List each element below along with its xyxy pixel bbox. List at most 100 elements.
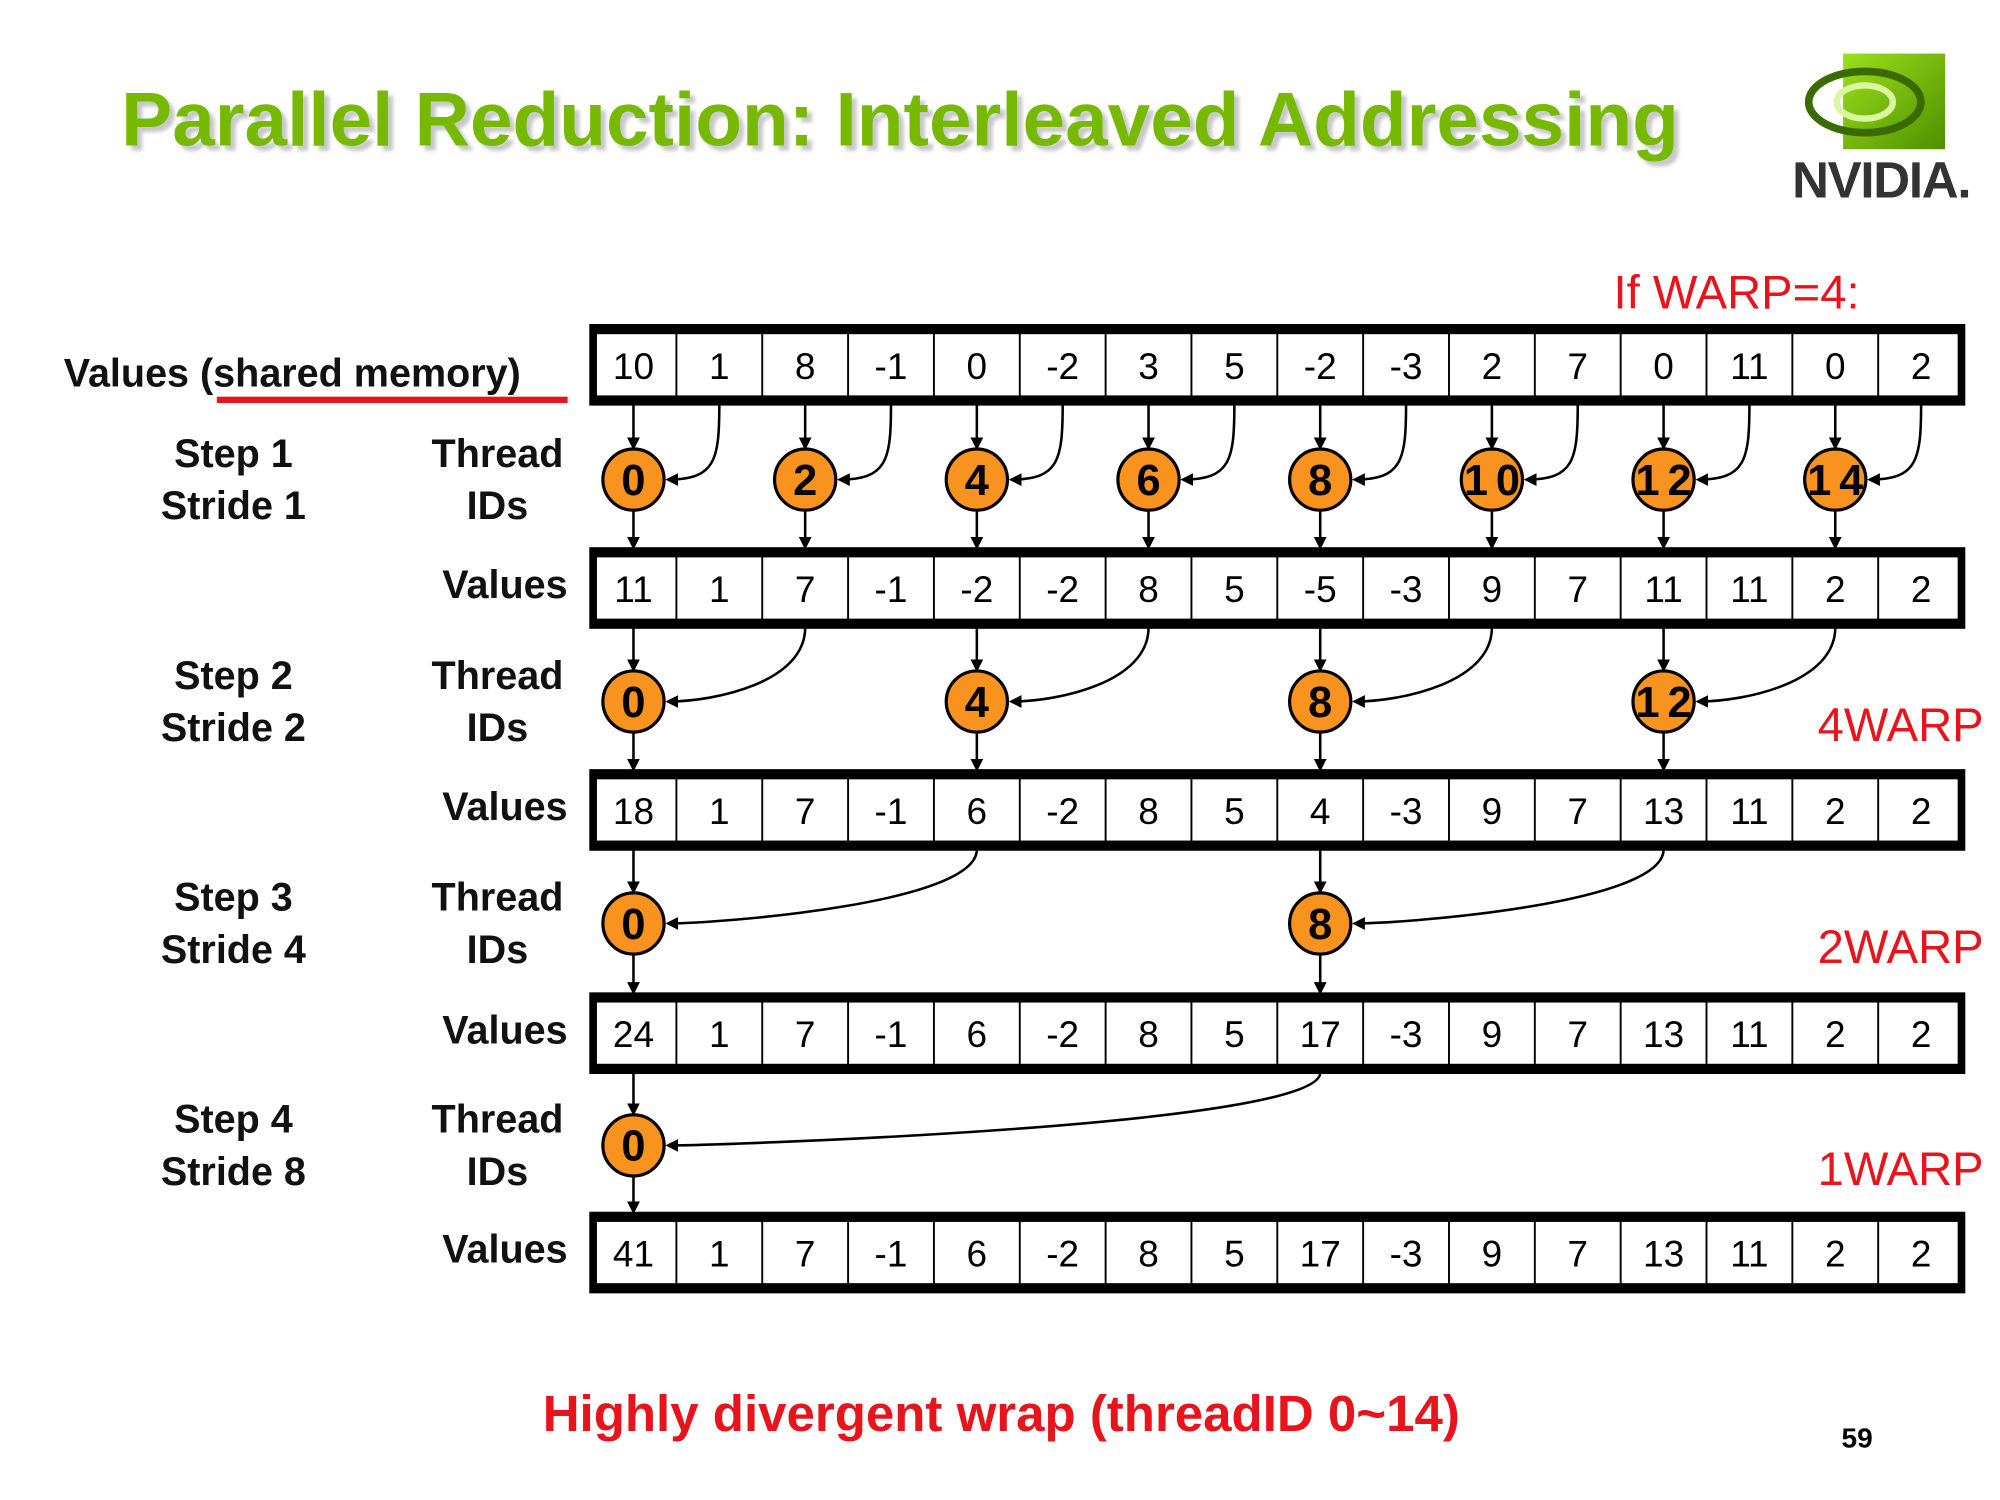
array-cell-value: 13 [1643, 1234, 1684, 1275]
array-cell-value: 11 [1730, 1234, 1768, 1275]
array-cell-value: 5 [1224, 569, 1245, 610]
warp-note: If WARP=4: [1614, 267, 1860, 320]
array-cell-value: 7 [795, 1014, 816, 1055]
array-cell-value: 5 [1224, 346, 1245, 387]
thread-id: 8 [1308, 457, 1332, 505]
step-label: Step 4 [174, 1098, 293, 1142]
thread-label: Thread [432, 1098, 564, 1142]
thread-id: 0 [621, 679, 645, 727]
array-cell-value: -1 [875, 569, 908, 610]
array-cell-value: 2 [1825, 569, 1846, 610]
thread-label: Thread [432, 876, 564, 920]
curved-arrow [1695, 627, 1837, 708]
warp-count-note: 1WARP [1818, 1143, 1984, 1196]
thread-id: 8 [1308, 901, 1332, 949]
thread-id: 4 [965, 679, 989, 727]
thread-circle [601, 669, 666, 734]
array-cell-value: 1 [709, 1014, 730, 1055]
array-cell-value: 8 [795, 346, 816, 387]
array-cell-value: 10 [613, 346, 654, 387]
array-cell-value: -2 [1046, 791, 1079, 832]
values-label: Values [442, 1228, 567, 1272]
array-cell-value: 7 [1567, 569, 1588, 610]
thread-id: 0 [621, 901, 645, 949]
array-cell-value: 2 [1482, 346, 1503, 387]
curved-arrow [1352, 849, 1665, 930]
thread-circle [1288, 669, 1353, 734]
array-cell-value: 3 [1138, 346, 1159, 387]
array-cell-value: -1 [875, 791, 908, 832]
array-cell-value: -2 [1046, 346, 1079, 387]
step-label: Step 1 [174, 432, 293, 476]
array-cell-value: 1 [709, 569, 730, 610]
array-cell-value: 4 [1310, 791, 1331, 832]
array-cell-value: -2 [1046, 1014, 1079, 1055]
slide-title: Parallel Reduction: Interleaved Addressi… [121, 77, 1679, 162]
thread-id: 0 [621, 1123, 645, 1171]
thread-circle [772, 447, 838, 512]
array-cell-value: 6 [967, 1014, 988, 1055]
array-cell-value: 13 [1643, 791, 1684, 832]
array-cell-value: 0 [1653, 346, 1674, 387]
step-label: Step 3 [174, 876, 293, 920]
curved-arrow [1352, 404, 1408, 486]
array-cell-value: 2 [1911, 1014, 1932, 1055]
thread-circle [1288, 891, 1353, 956]
array-cell-value: -5 [1304, 569, 1337, 610]
array-cell-value: 5 [1224, 1234, 1245, 1275]
array-cell-value: 17 [1300, 1014, 1341, 1055]
curved-arrow [665, 1072, 1322, 1152]
array-cell-value: -2 [960, 569, 993, 610]
footer-note: Highly divergent wrap (threadID 0~14) [543, 1385, 1460, 1442]
curved-arrow [665, 404, 721, 486]
step-label: Step 2 [174, 654, 293, 698]
ids-label: IDs [467, 706, 529, 750]
ids-label: IDs [467, 928, 529, 972]
thread-circle [1116, 447, 1181, 512]
values-label: Values [442, 563, 567, 607]
array-cell-value: 2 [1911, 569, 1932, 610]
array-cell-value: 7 [1567, 791, 1588, 832]
thread-id: 2 [793, 457, 817, 505]
thread-circle [944, 447, 1010, 512]
thread-id: 0 [621, 457, 645, 505]
array-cell-value: -2 [1046, 569, 1079, 610]
warp-count-note: 4WARP [1818, 699, 1984, 752]
underline [216, 396, 568, 404]
array-cell-value: 11 [1644, 569, 1682, 610]
curved-arrow [665, 849, 979, 930]
array-cell-value: 11 [1730, 346, 1768, 387]
array-cell-value: 2 [1911, 1234, 1932, 1275]
array-cell-value: -2 [1046, 1234, 1079, 1275]
array-cell-value: 8 [1138, 1234, 1159, 1275]
array-cell-value: -1 [875, 346, 908, 387]
array-cell-value: 17 [1300, 1234, 1341, 1275]
array-cell-value: -3 [1390, 346, 1423, 387]
array-cell-value: 7 [795, 1234, 816, 1275]
array-cell-value: 2 [1825, 1014, 1846, 1055]
array-cell-value: 2 [1825, 791, 1846, 832]
warp-count-note: 2WARP [1818, 921, 1984, 974]
array-cell-value: 7 [1567, 346, 1588, 387]
array-cell-value: 1 [709, 791, 730, 832]
array-cell-value: 2 [1911, 346, 1932, 387]
array-cell-value: 1 [709, 346, 730, 387]
array-cell-value: 11 [1730, 569, 1768, 610]
array-cell-value: 6 [967, 1234, 988, 1275]
stride-label: Stride 1 [161, 484, 306, 528]
array-cell-value: 0 [967, 346, 988, 387]
thread-circle [601, 1113, 666, 1178]
ids-label: IDs [467, 484, 529, 528]
array-cell-value: 2 [1825, 1234, 1846, 1275]
array-cell-value: 11 [1730, 791, 1768, 832]
array-cell-value: 11 [1730, 1014, 1768, 1055]
stride-label: Stride 2 [161, 706, 306, 750]
thread-circle [1459, 447, 1525, 512]
array-cell-value: -3 [1390, 791, 1423, 832]
array-cell-value: 11 [614, 569, 652, 610]
